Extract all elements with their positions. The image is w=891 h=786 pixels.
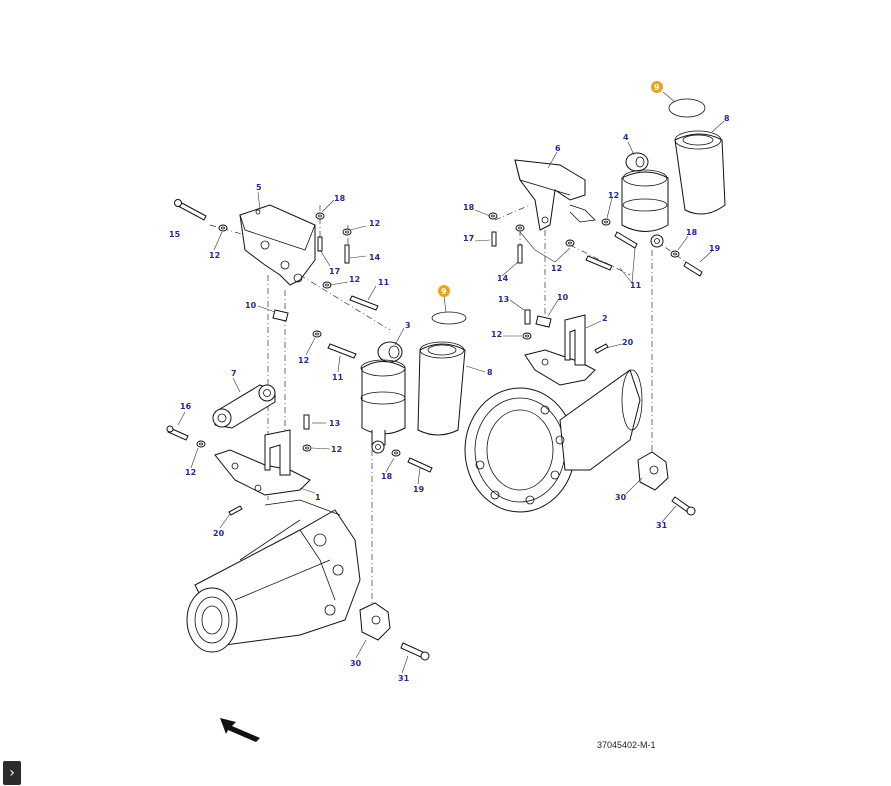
air-spring-right (621, 130, 726, 248)
bracket-6 (514, 159, 596, 231)
direction-arrow-icon (220, 718, 260, 742)
callout-18[interactable]: 18 (381, 472, 393, 481)
callout-5[interactable]: 5 (256, 183, 262, 192)
callout-16[interactable]: 16 (180, 402, 192, 411)
callout-30[interactable]: 30 (350, 659, 362, 668)
highlight-marker-9-right[interactable] (651, 81, 663, 93)
air-spring-left (360, 341, 466, 454)
callout-18[interactable]: 18 (686, 228, 698, 237)
right-axle-housing (464, 369, 643, 513)
callout-7[interactable]: 7 (231, 369, 237, 378)
callout-12[interactable]: 12 (349, 275, 360, 284)
callout-15[interactable]: 15 (169, 230, 181, 239)
callout-6[interactable]: 6 (555, 144, 561, 153)
expand-panel-button[interactable]: › (3, 761, 21, 785)
bracket-1 (214, 429, 311, 496)
callout-9[interactable]: 9 (654, 83, 660, 92)
lower-mount-30-left (359, 602, 391, 641)
callout-20[interactable]: 20 (622, 338, 634, 347)
callout-18[interactable]: 18 (334, 194, 346, 203)
callout-12[interactable]: 12 (185, 468, 196, 477)
callout-12[interactable]: 12 (209, 251, 220, 260)
callout-17[interactable]: 17 (329, 267, 340, 276)
callout-12[interactable]: 12 (369, 219, 380, 228)
link-7 (212, 384, 276, 429)
callout-14[interactable]: 14 (497, 274, 509, 283)
leader-lines (177, 91, 725, 674)
callout-30[interactable]: 30 (615, 493, 627, 502)
callout-19[interactable]: 19 (413, 485, 425, 494)
callout-2[interactable]: 2 (602, 314, 608, 323)
callout-8[interactable]: 8 (724, 114, 730, 123)
callout-12[interactable]: 12 (331, 445, 342, 454)
left-axle-housing (186, 499, 361, 653)
callout-10[interactable]: 10 (557, 293, 569, 302)
callout-3[interactable]: 3 (405, 321, 411, 330)
callout-8[interactable]: 8 (487, 368, 493, 377)
figure-id: 37045402-M-1 (597, 740, 656, 750)
snap-ring-9-right (668, 98, 706, 118)
bracket-2 (524, 314, 596, 386)
callout-13[interactable]: 13 (498, 295, 509, 304)
callout-13[interactable]: 13 (329, 419, 340, 428)
snap-ring-9-left (431, 311, 467, 325)
callout-17[interactable]: 17 (463, 234, 474, 243)
callout-31[interactable]: 31 (398, 674, 410, 683)
callout-12[interactable]: 12 (491, 330, 502, 339)
bracket-5 (239, 204, 316, 286)
highlight-marker-9-left[interactable] (438, 285, 450, 297)
callout-labels: 15 12 5 18 12 17 14 12 11 10 3 12 11 7 1… (169, 83, 730, 683)
callout-31[interactable]: 31 (656, 521, 668, 530)
callout-14[interactable]: 14 (369, 253, 381, 262)
lower-mount-30-right (637, 451, 669, 491)
highlight-markers (438, 81, 663, 297)
callout-4[interactable]: 4 (623, 133, 629, 142)
callout-1[interactable]: 1 (315, 493, 321, 502)
callout-10[interactable]: 10 (245, 301, 257, 310)
callout-12[interactable]: 12 (298, 356, 309, 365)
callout-12[interactable]: 12 (608, 191, 619, 200)
callout-18[interactable]: 18 (463, 203, 475, 212)
chevron-right-icon: › (9, 765, 15, 781)
callout-20[interactable]: 20 (213, 529, 225, 538)
callout-11[interactable]: 11 (378, 278, 390, 287)
callout-11[interactable]: 11 (332, 373, 344, 382)
callout-11[interactable]: 11 (630, 281, 642, 290)
callout-19[interactable]: 19 (709, 244, 721, 253)
callout-9[interactable]: 9 (441, 287, 447, 296)
callout-12[interactable]: 12 (551, 264, 562, 273)
